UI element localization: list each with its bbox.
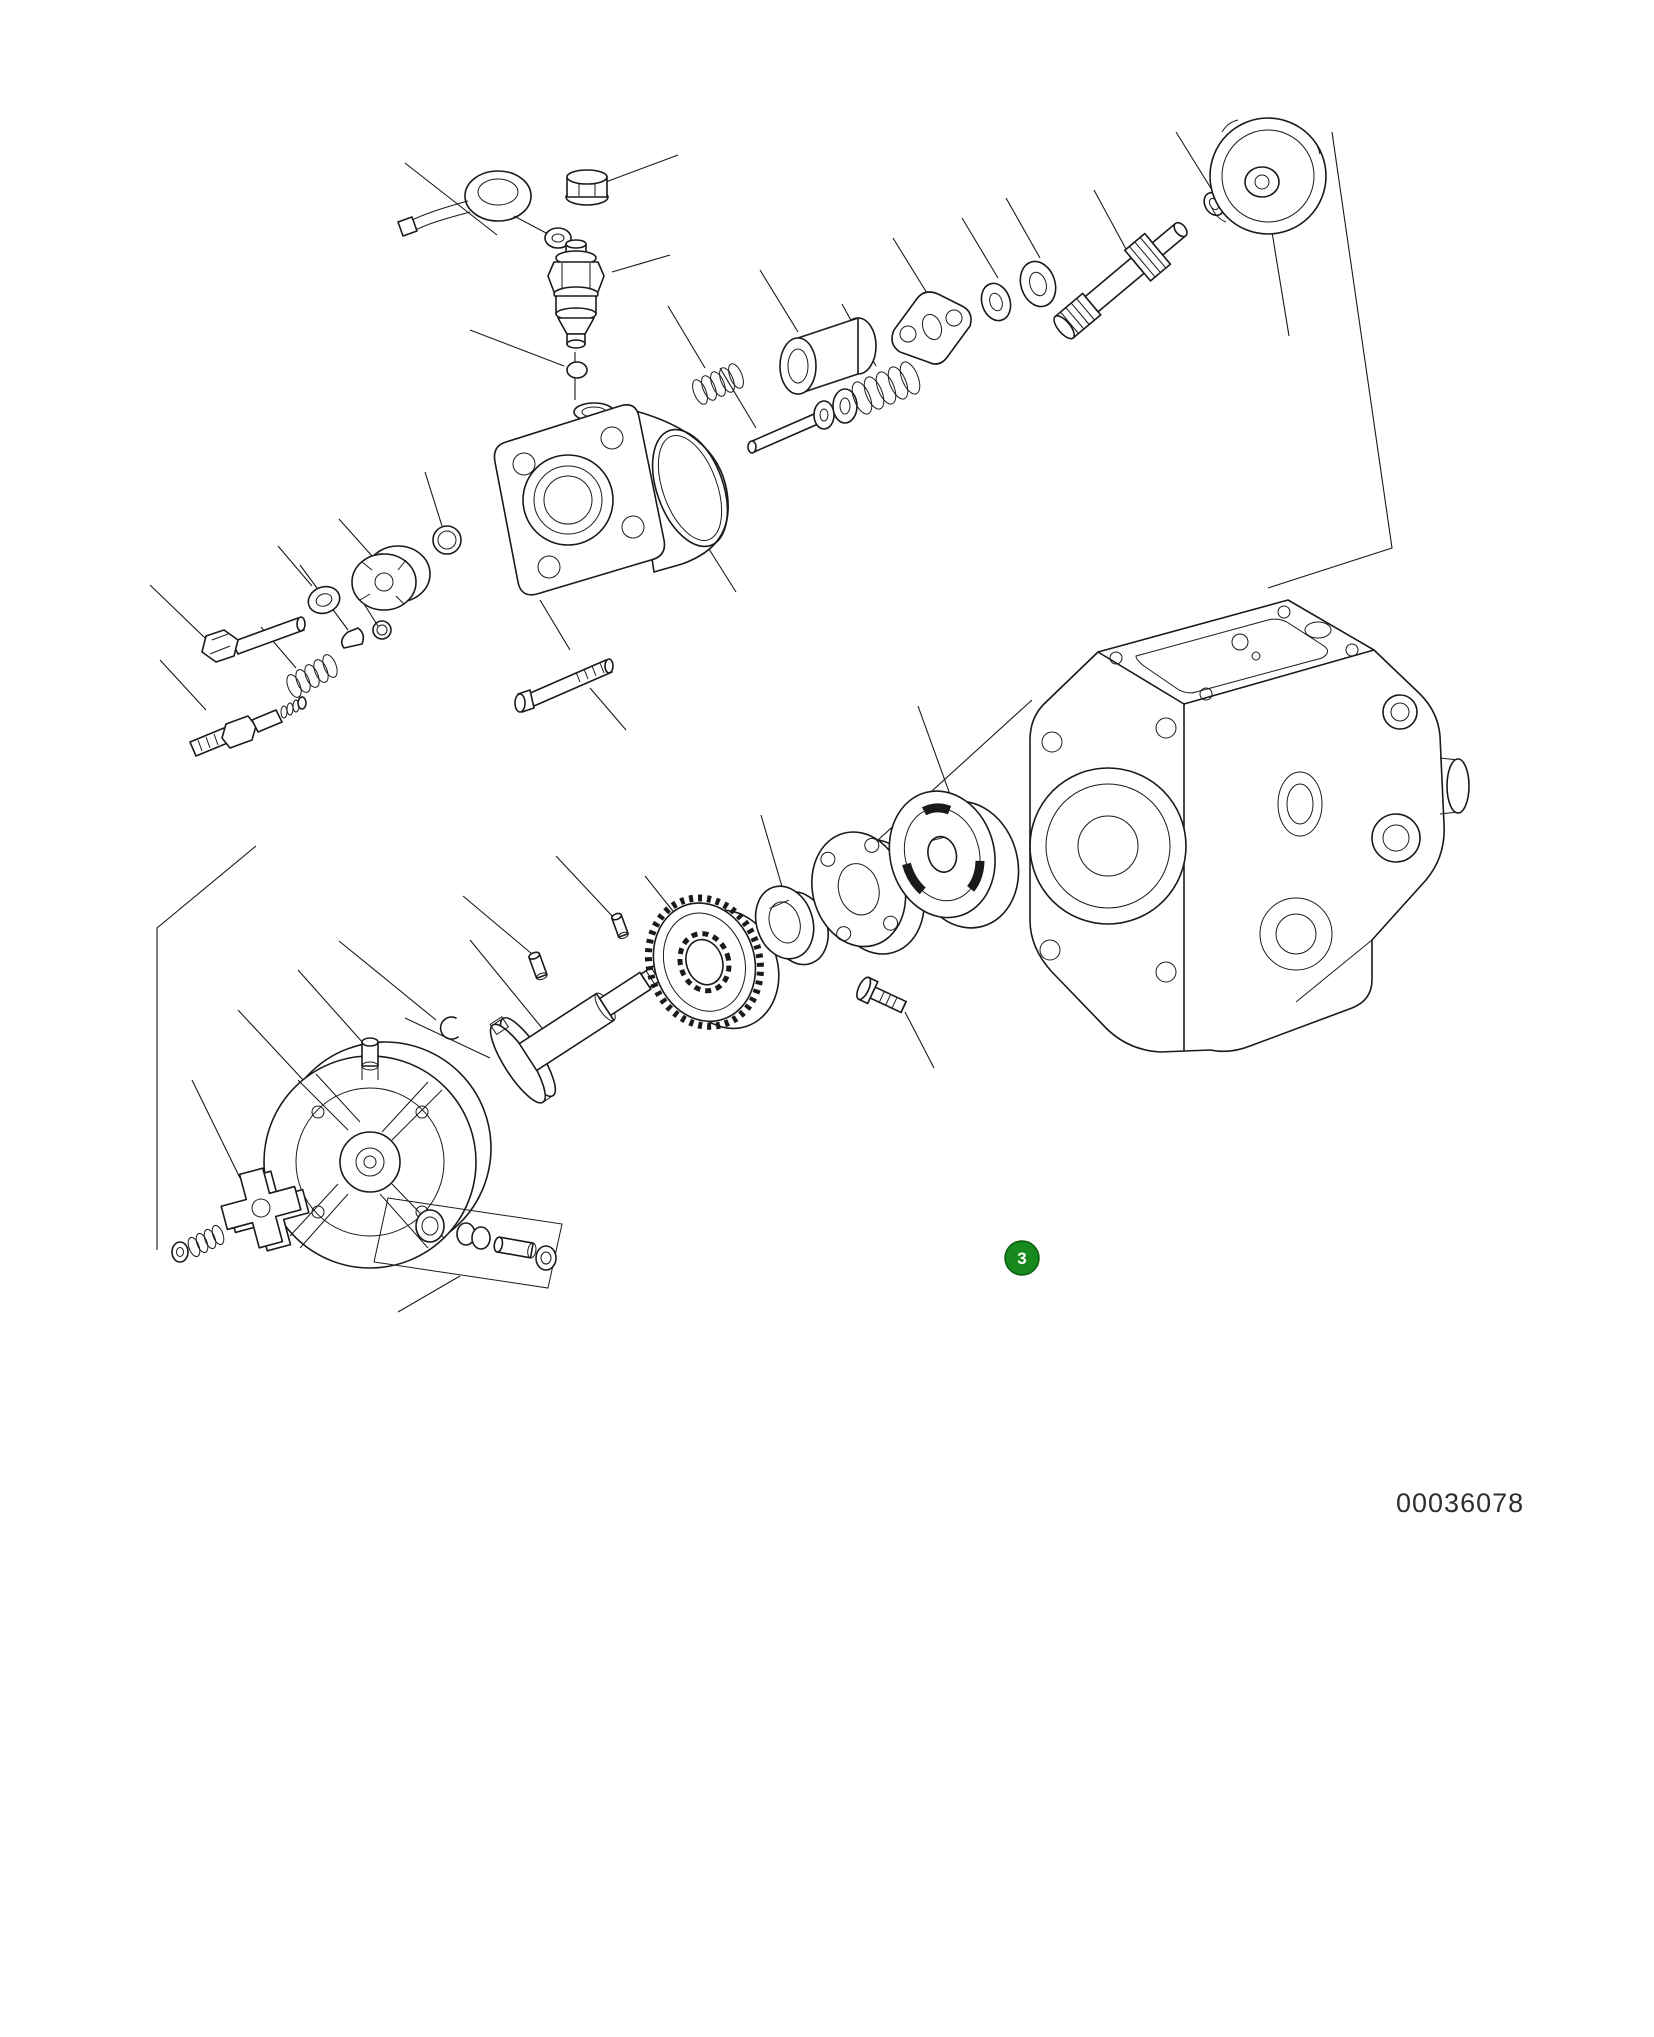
coupler-rotor [351,545,431,611]
dowel-pin-b [610,912,629,940]
seal-ball [566,361,588,379]
valve-fitting [189,696,307,757]
distributor-head [493,402,729,596]
washer-upper-2 [1019,260,1057,308]
coil-spring-upper [851,361,921,415]
slotted-plate [888,790,1020,929]
solenoid-valve [397,170,605,349]
upper-assembly [189,117,1327,757]
gasket-plate [891,291,972,365]
washer-upper-1 [980,282,1012,322]
cone-seat [340,627,365,649]
stud-bolt [514,658,614,713]
spring-left [286,654,338,698]
drive-shaft-upper [1053,221,1188,340]
star-coupling [220,1167,310,1252]
timing-gear [644,894,780,1030]
hex-bolt [201,616,306,663]
spring-tiny [171,1224,225,1263]
lower-assembly [171,790,1020,1289]
end-cover [1209,117,1327,235]
pump-housing [1029,599,1470,1053]
keyed-washer [754,885,829,966]
callout-badge-label: 3 [1017,1249,1026,1268]
flange-nut [565,169,609,206]
drawing-number: 00036078 [1396,1488,1524,1518]
bearing-parts-box [373,1197,563,1289]
callout-badge-circle[interactable] [1004,1240,1040,1276]
pin-and-washers [747,388,858,454]
flat-screw [856,976,907,1014]
snap-clip [439,1016,459,1040]
bushing-cylinder [779,317,877,395]
washer-small-left [372,620,392,640]
washer-left [307,585,341,615]
plate-with-holes [811,831,925,955]
dowel-pin-a [528,951,548,981]
spring-upper-small [692,363,744,405]
o-ring-large [651,428,729,548]
o-ring-small [432,525,462,555]
callout-badge[interactable]: 3 [1004,1240,1040,1276]
